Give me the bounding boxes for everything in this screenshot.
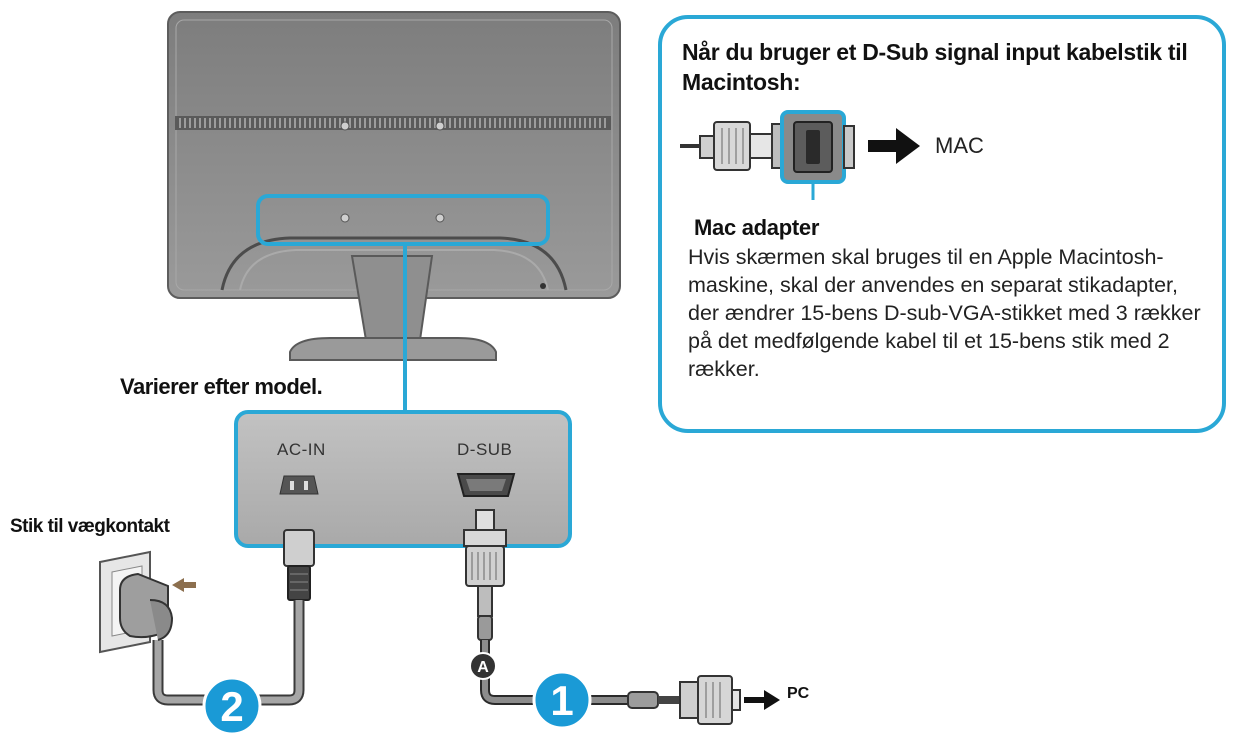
vent-strip <box>175 116 611 130</box>
step-1-badge: 1 <box>532 670 592 730</box>
mount-hole <box>435 213 445 223</box>
power-cable <box>152 529 315 706</box>
ac-in-label: AC-IN <box>277 440 326 459</box>
adapter-title: Mac adapter <box>694 215 820 240</box>
mac-adapter-illustration <box>680 110 855 200</box>
mount-hole <box>340 213 350 223</box>
d-sub-cable <box>463 509 741 725</box>
mac-info-box: Når du bruger et D-Sub signal input kabe… <box>658 15 1226 433</box>
wall-outlet-label: Stik til vægkontakt <box>10 516 170 537</box>
cable-a-letter: A <box>477 659 489 676</box>
ac-in-socket-icon <box>279 475 319 495</box>
info-heading: Når du bruger et D-Sub signal input kabe… <box>682 39 1188 95</box>
mac-arrow-icon <box>868 128 920 164</box>
pc-label: PC <box>787 685 810 702</box>
insert-arrow-icon <box>172 578 196 592</box>
mac-label: MAC <box>935 133 984 158</box>
adapter-description: Hvis skærmen skal bruges til en Apple Ma… <box>688 245 1201 381</box>
port-panel <box>234 410 572 548</box>
cable-a-badge: A <box>469 652 497 680</box>
d-sub-label: D-SUB <box>457 440 513 459</box>
monitor-back <box>167 11 621 299</box>
model-variation-note: Varierer efter model. <box>120 374 323 399</box>
mount-hole <box>435 121 445 131</box>
d-sub-socket-icon <box>456 473 516 497</box>
wall-outlet-icon <box>99 550 174 654</box>
step-2-number: 2 <box>220 683 243 730</box>
step-1-number: 1 <box>550 677 573 724</box>
pc-arrow-icon <box>744 690 780 710</box>
mount-hole <box>340 121 350 131</box>
step-2-badge: 2 <box>202 676 262 736</box>
